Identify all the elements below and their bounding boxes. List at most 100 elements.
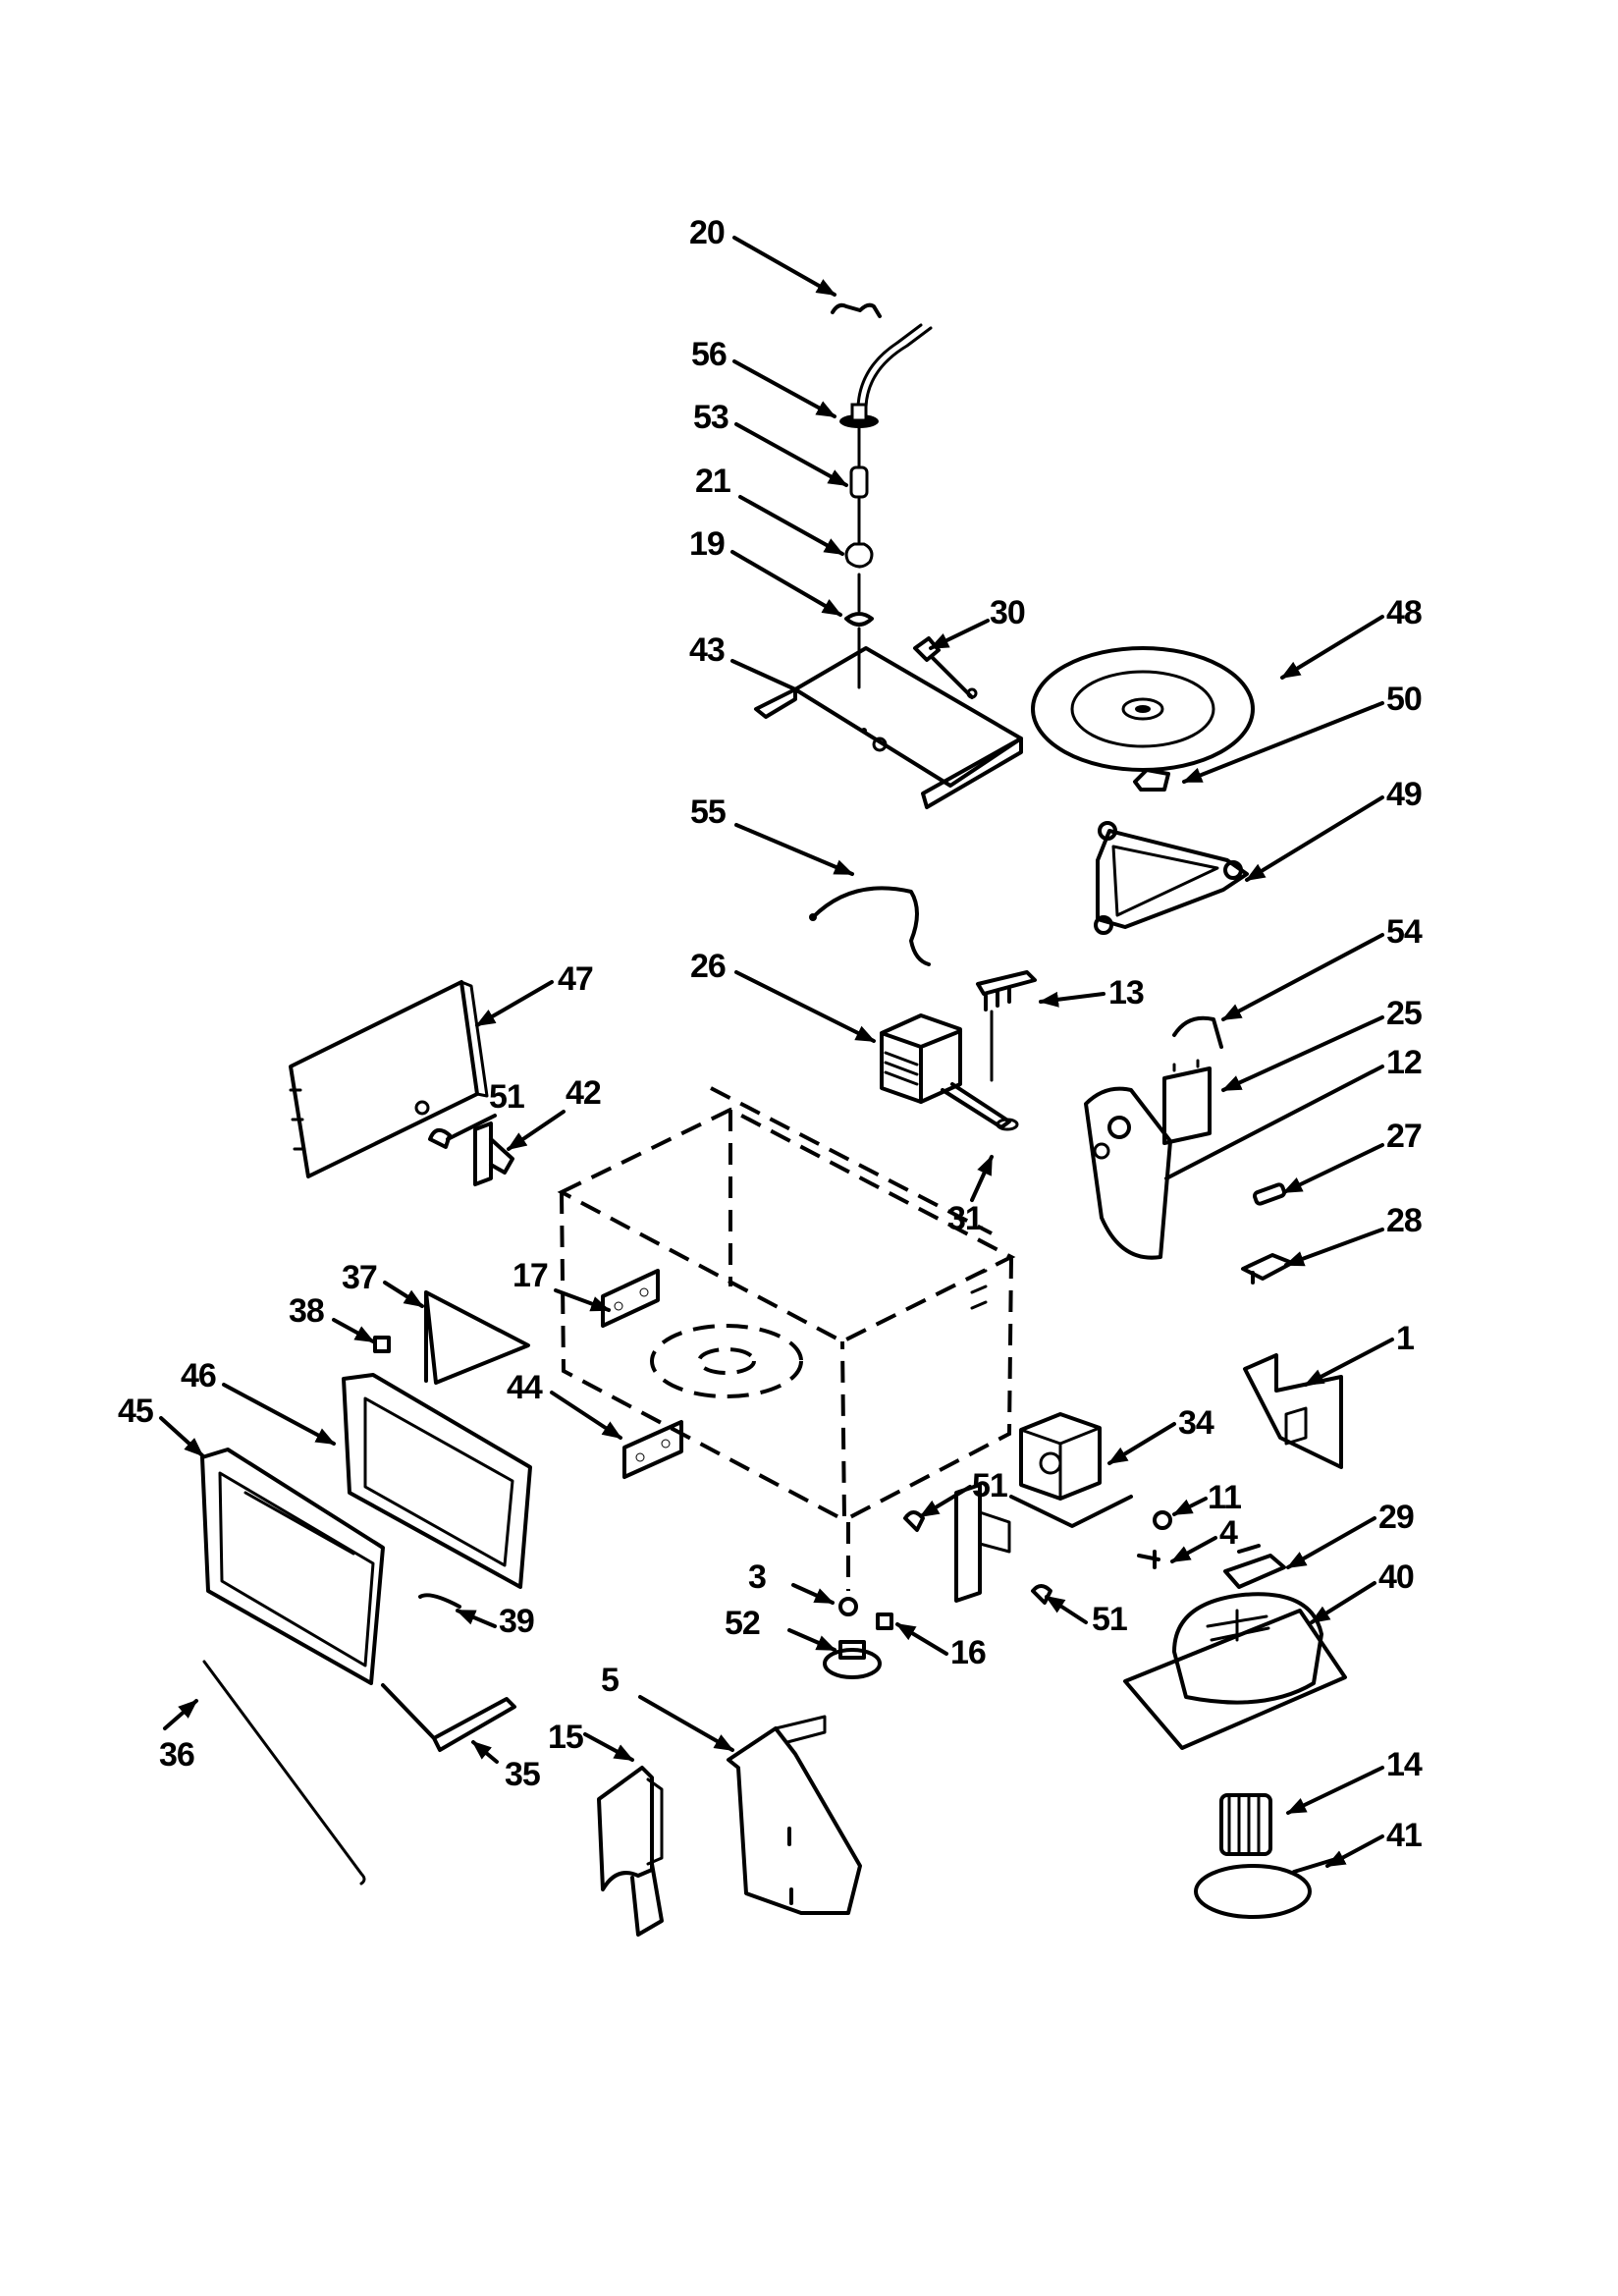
callout-41: 41 — [1386, 1817, 1422, 1854]
leader-36 — [163, 1699, 198, 1730]
leader-54 — [1221, 933, 1384, 1021]
leader-51-top — [446, 1114, 497, 1141]
callout-50: 50 — [1386, 681, 1422, 718]
leader-21 — [738, 495, 844, 556]
callout-45: 45 — [118, 1393, 153, 1430]
part-48-turntable — [1031, 646, 1255, 772]
leader-27 — [1282, 1143, 1384, 1194]
callout-21: 21 — [695, 463, 730, 500]
part-14-fan-blade — [1219, 1793, 1272, 1856]
leader-52 — [787, 1628, 836, 1652]
leader-16 — [895, 1622, 948, 1656]
callout-56: 56 — [691, 336, 727, 373]
callout-47: 47 — [558, 960, 593, 998]
leader-11 — [1172, 1497, 1208, 1516]
leader-41 — [1325, 1834, 1384, 1868]
callout-14: 14 — [1386, 1746, 1423, 1783]
part-47-side-panel — [289, 980, 489, 1178]
callout-13: 13 — [1108, 974, 1144, 1011]
part-26-magnetron — [880, 1013, 1019, 1131]
leader-15 — [583, 1732, 634, 1762]
switch-assembly — [876, 1483, 1052, 1630]
leader-34 — [1107, 1422, 1176, 1465]
part-4-screw — [1137, 1550, 1160, 1569]
part-41-fan-shroud — [1194, 1856, 1341, 1919]
leader-37 — [383, 1281, 424, 1308]
callout-42: 42 — [566, 1074, 601, 1112]
leader-1 — [1304, 1338, 1394, 1387]
part-12-bracket — [1084, 1086, 1172, 1260]
leader-lines — [159, 236, 1394, 1868]
part-49-roller-guide — [1094, 821, 1249, 935]
leader-26 — [734, 970, 876, 1043]
leader-28 — [1284, 1228, 1384, 1267]
callout-16: 16 — [950, 1634, 986, 1671]
part-38-clip — [373, 1336, 391, 1353]
leader-29 — [1286, 1516, 1376, 1569]
callout-48: 48 — [1386, 594, 1422, 631]
leader-25 — [1221, 1015, 1384, 1092]
part-3-coupler — [838, 1597, 858, 1616]
leader-12 — [1164, 1065, 1384, 1180]
part-13-terminal-block — [976, 970, 1037, 1011]
callout-52: 52 — [725, 1605, 760, 1642]
leader-14 — [1286, 1766, 1384, 1815]
callout-51-bottom: 51 — [1092, 1601, 1127, 1638]
part-20-wire-tie — [831, 302, 882, 318]
leader-5 — [638, 1695, 734, 1752]
leader-48 — [1280, 615, 1384, 680]
leader-55 — [734, 823, 854, 876]
part-51-clip-bottom — [1031, 1584, 1052, 1605]
leader-38 — [332, 1318, 375, 1343]
callout-15: 15 — [548, 1719, 583, 1756]
callout-53: 53 — [693, 399, 728, 436]
part-51-clip-mid — [903, 1510, 925, 1532]
callout-17: 17 — [512, 1257, 548, 1294]
leader-45 — [159, 1416, 204, 1457]
part-39-handle — [418, 1593, 461, 1609]
callout-43: 43 — [689, 631, 725, 669]
part-19-nut — [844, 612, 874, 627]
callout-labels: 20 56 53 21 19 30 43 48 50 49 55 26 13 5… — [118, 214, 1424, 1854]
part-55-wire-harness — [811, 886, 931, 966]
callout-46: 46 — [181, 1357, 216, 1394]
callout-3: 3 — [748, 1558, 766, 1596]
wire-terminal — [809, 913, 817, 921]
part-50-coupler — [1133, 768, 1170, 792]
callout-4: 4 — [1219, 1514, 1238, 1552]
callout-51-top: 51 — [489, 1078, 524, 1116]
part-15-vent-grill — [597, 1766, 664, 1937]
callout-40: 40 — [1378, 1558, 1414, 1596]
part-37-shield — [424, 1290, 530, 1385]
leader-56 — [732, 359, 836, 418]
leader-40 — [1310, 1581, 1376, 1624]
part-1-mounting-bracket — [1243, 1353, 1343, 1469]
callout-37: 37 — [342, 1259, 377, 1296]
leader-3 — [791, 1583, 835, 1605]
leader-35 — [471, 1740, 499, 1764]
callout-29: 29 — [1378, 1499, 1414, 1536]
part-16-switch — [876, 1613, 893, 1630]
part-28-thermostat — [1241, 1253, 1294, 1285]
callout-1: 1 — [1396, 1320, 1414, 1357]
callout-27: 27 — [1386, 1118, 1422, 1155]
part-11-nut — [1153, 1510, 1172, 1530]
part-25-capacitor — [1162, 1059, 1212, 1145]
callout-35: 35 — [505, 1756, 540, 1793]
leader-19 — [730, 550, 842, 617]
leader-13 — [1039, 991, 1106, 1008]
part-34-transformer — [1009, 1412, 1133, 1528]
callout-12: 12 — [1386, 1044, 1422, 1081]
callout-36: 36 — [159, 1736, 194, 1774]
leader-47 — [475, 980, 554, 1027]
part-51-clip-top — [428, 1127, 452, 1149]
leader-49 — [1245, 795, 1384, 882]
leader-4 — [1170, 1536, 1217, 1563]
callout-19: 19 — [689, 525, 725, 563]
part-53-bulb — [849, 465, 869, 499]
callout-49: 49 — [1386, 776, 1422, 813]
callout-38: 38 — [289, 1292, 324, 1330]
part-43-mounting-plate — [754, 646, 1023, 809]
part-56-grommet — [839, 323, 933, 428]
